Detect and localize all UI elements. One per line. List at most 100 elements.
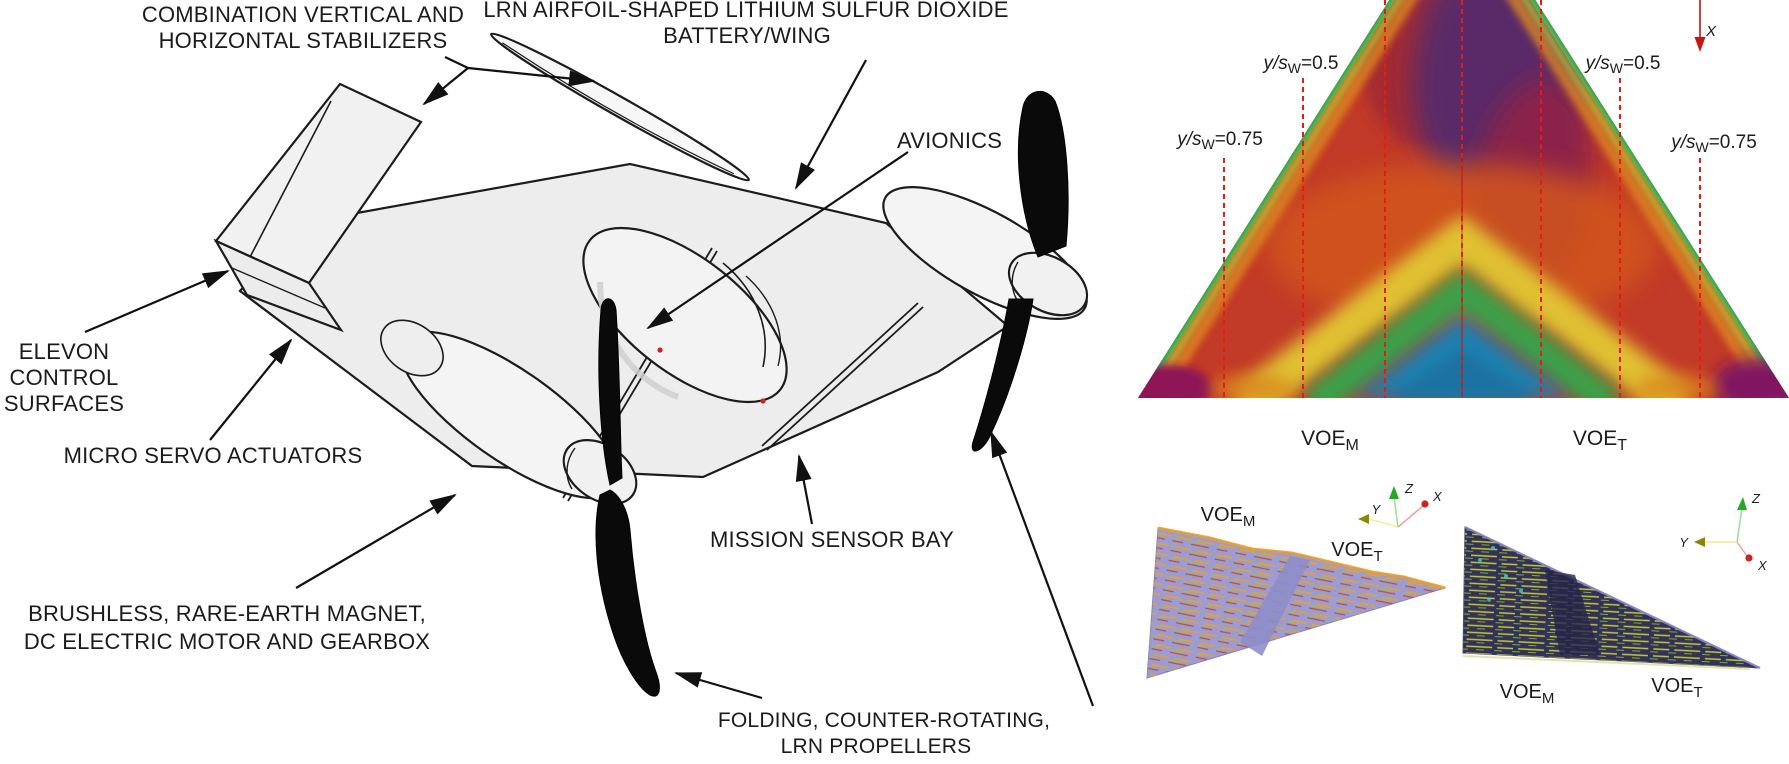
- surface-rear-edge-fringe: [1464, 526, 1761, 669]
- station-sub: W: [1288, 60, 1302, 76]
- surface-rear-shadow-band: [1545, 570, 1600, 655]
- axis-triad-rear: Z Y X: [1679, 491, 1768, 573]
- y-axis-arrow-icon: [1358, 514, 1369, 524]
- x-axis-marker: X: [1694, 0, 1717, 52]
- x-axis-dot-icon: [1745, 554, 1753, 562]
- axis-triad-side: Z Y X: [1358, 481, 1443, 528]
- leader-motor: [295, 493, 457, 589]
- fringe-left-yellow: [1142, 0, 1472, 398]
- x-axis-label: X: [1757, 558, 1768, 573]
- contour-code-right: VOET: [1573, 427, 1627, 454]
- y-axis-line: [1368, 518, 1399, 528]
- code-name: VOE: [1651, 675, 1693, 697]
- pod-nose-line-1: [722, 262, 766, 368]
- left-spinner-line: [566, 447, 576, 490]
- station-eq: =0.75: [1709, 132, 1757, 153]
- surface-side-edge-fringe: [1157, 526, 1446, 590]
- x-axis-arrowhead-icon: [1694, 37, 1706, 52]
- label-propellers-line2: LRN PROPELLERS: [781, 735, 972, 758]
- leader-avionics: [646, 151, 909, 330]
- leader-sensor-bay: [795, 454, 814, 525]
- code-name: VOE: [1201, 504, 1243, 526]
- surface-rear-bottom-fringe: [1462, 655, 1751, 670]
- bottom-orange-left: [1210, 374, 1294, 398]
- station-sub: W: [1695, 139, 1709, 155]
- station-sub: W: [1610, 60, 1624, 76]
- label-battery-line2: BATTERY/WING: [663, 23, 831, 48]
- pod-shading: [597, 281, 680, 400]
- contour-yellow-chevron: [1235, 214, 1689, 398]
- y-axis-label: Y: [1679, 535, 1689, 550]
- label-servo: MICRO SERVO ACTUATORS: [64, 443, 363, 468]
- station-sub: W: [1201, 136, 1215, 152]
- corner-magenta-left: [1138, 365, 1212, 398]
- left-prop-blade-up: [598, 298, 623, 486]
- label-motor-line1: BRUSHLESS, RARE-EARTH MAGNET,: [28, 601, 426, 626]
- label-sensor-bay: MISSION SENSOR BAY: [710, 527, 954, 552]
- station-eq: =0.5: [1301, 53, 1339, 74]
- code-sub: T: [1617, 437, 1627, 454]
- leader-stabilizers-blade: [467, 66, 596, 87]
- station-label-05-left: y/sW=0.5: [1261, 53, 1338, 76]
- label-elevon-line2: CONTROL: [10, 365, 119, 390]
- x-axis-dot-icon: [1421, 500, 1429, 508]
- station-label-075-left: y/sW=0.75: [1175, 129, 1263, 152]
- callout-labels: COMBINATION VERTICAL AND HORIZONTAL STAB…: [4, 0, 1050, 758]
- contour-code-left: VOEM: [1301, 427, 1359, 454]
- pod-nose-line-2: [745, 275, 782, 367]
- horizontal-stabilizer-blade: [490, 32, 750, 182]
- code-sub: M: [1243, 513, 1256, 530]
- viz-rear-code-m: VOEM: [1500, 681, 1555, 707]
- code-sub: M: [1542, 690, 1555, 707]
- red-registration-dot-2: [760, 398, 766, 404]
- station-label-05-right: y/sW=0.5: [1583, 53, 1660, 76]
- left-prop-blade-down: [595, 489, 660, 697]
- label-elevon-line1: ELEVON: [19, 339, 109, 364]
- viz-side-code-m: VOEM: [1201, 504, 1256, 530]
- z-axis-label: Z: [1404, 481, 1414, 496]
- station-eq: =0.5: [1623, 53, 1661, 74]
- z-axis-arrow-icon: [1737, 497, 1747, 510]
- label-stabilizers-line1: COMBINATION VERTICAL AND: [142, 2, 464, 27]
- viz-rear-code-t: VOET: [1651, 675, 1702, 701]
- fuselage-pod: [582, 226, 788, 404]
- z-axis-label: Z: [1751, 491, 1761, 506]
- fin-crease-line: [248, 100, 332, 260]
- elevon-hinge-line: [231, 267, 326, 309]
- left-nacelle-aft-cone: [380, 319, 444, 377]
- leader-elevon: [84, 269, 230, 334]
- station-prefix: y/s: [1175, 129, 1202, 150]
- aircraft-diagram: COMBINATION VERTICAL AND HORIZONTAL STAB…: [4, 0, 1095, 758]
- code-sub: T: [1694, 684, 1703, 701]
- label-avionics: AVIONICS: [897, 128, 1002, 153]
- bottom-orange-right: [1634, 374, 1718, 398]
- code-sub: M: [1346, 437, 1359, 454]
- x-axis-label: X: [1705, 23, 1717, 40]
- leader-propellers-left: [674, 671, 763, 700]
- viz-side-code-t: VOET: [1331, 539, 1382, 565]
- label-elevon-line3: SURFACES: [4, 391, 124, 416]
- x-axis-line: [1397, 505, 1424, 528]
- fringe-right-yellow: [1452, 0, 1785, 398]
- y-axis-label: Y: [1372, 502, 1382, 517]
- leader-servo: [209, 338, 293, 441]
- surface-rear-cyan-specks: [1478, 546, 1523, 602]
- code-name: VOE: [1573, 427, 1617, 450]
- code-name: VOE: [1500, 681, 1542, 703]
- x-axis-label: X: [1432, 489, 1443, 504]
- viz-side-view: VOEM VOET Z Y X: [1146, 481, 1447, 679]
- right-prop-blade-up: [1017, 91, 1069, 258]
- fringe-right-orange: [1442, 0, 1779, 398]
- z-axis-arrow-icon: [1389, 486, 1399, 499]
- code-name: VOE: [1331, 539, 1373, 561]
- station-prefix: y/s: [1669, 132, 1696, 153]
- leader-propellers-right: [989, 430, 1095, 707]
- label-motor-line2: DC ELECTRIC MOTOR AND GEARBOX: [24, 629, 430, 654]
- contour-plot: y/sW=0.5 y/sW=0.5 y/sW=0.75 y/sW=0.75 X …: [1138, 0, 1789, 454]
- red-registration-dot-1: [657, 347, 663, 353]
- surface-side-streamlines: [1147, 528, 1445, 678]
- station-prefix: y/s: [1583, 53, 1610, 74]
- viz-rear-view: VOEM VOET Z Y X: [1462, 491, 1768, 707]
- fringe-left-green: [1138, 0, 1466, 398]
